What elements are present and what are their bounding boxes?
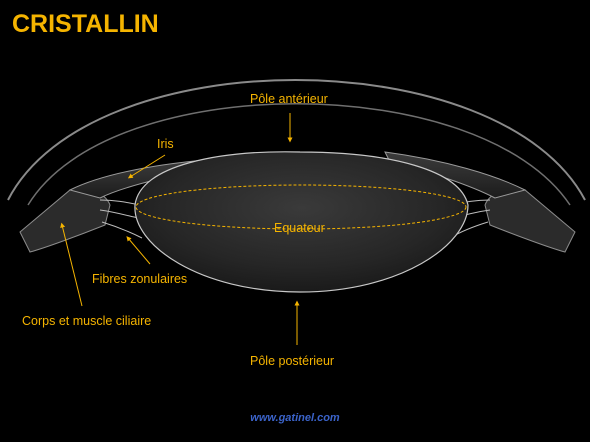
cornea-outer bbox=[7, 79, 586, 201]
label-fibres-zonulaires: Fibres zonulaires bbox=[92, 272, 188, 286]
label-iris: Iris bbox=[157, 137, 174, 151]
label-corps-ciliaire: Corps et muscle ciliaire bbox=[22, 314, 152, 328]
equator-line bbox=[135, 184, 467, 230]
pointer-arrows bbox=[60, 113, 300, 345]
crystalline-lens bbox=[134, 151, 469, 293]
label-pole-posterieur: Pôle postérieur bbox=[250, 354, 335, 368]
page-title: CRISTALLIN bbox=[12, 10, 159, 38]
ciliary-body-right bbox=[484, 187, 576, 253]
arrow-ciliaire bbox=[60, 222, 83, 307]
label-pole-anterieur: Pôle antérieur bbox=[250, 92, 328, 106]
arrow-fibres bbox=[126, 236, 151, 265]
iris-right bbox=[384, 151, 527, 199]
footer-link[interactable]: www.gatinel.com bbox=[250, 412, 340, 424]
label-equateur: Equateur bbox=[274, 221, 325, 235]
arrow-iris bbox=[127, 154, 166, 179]
cornea-inner bbox=[27, 103, 571, 206]
